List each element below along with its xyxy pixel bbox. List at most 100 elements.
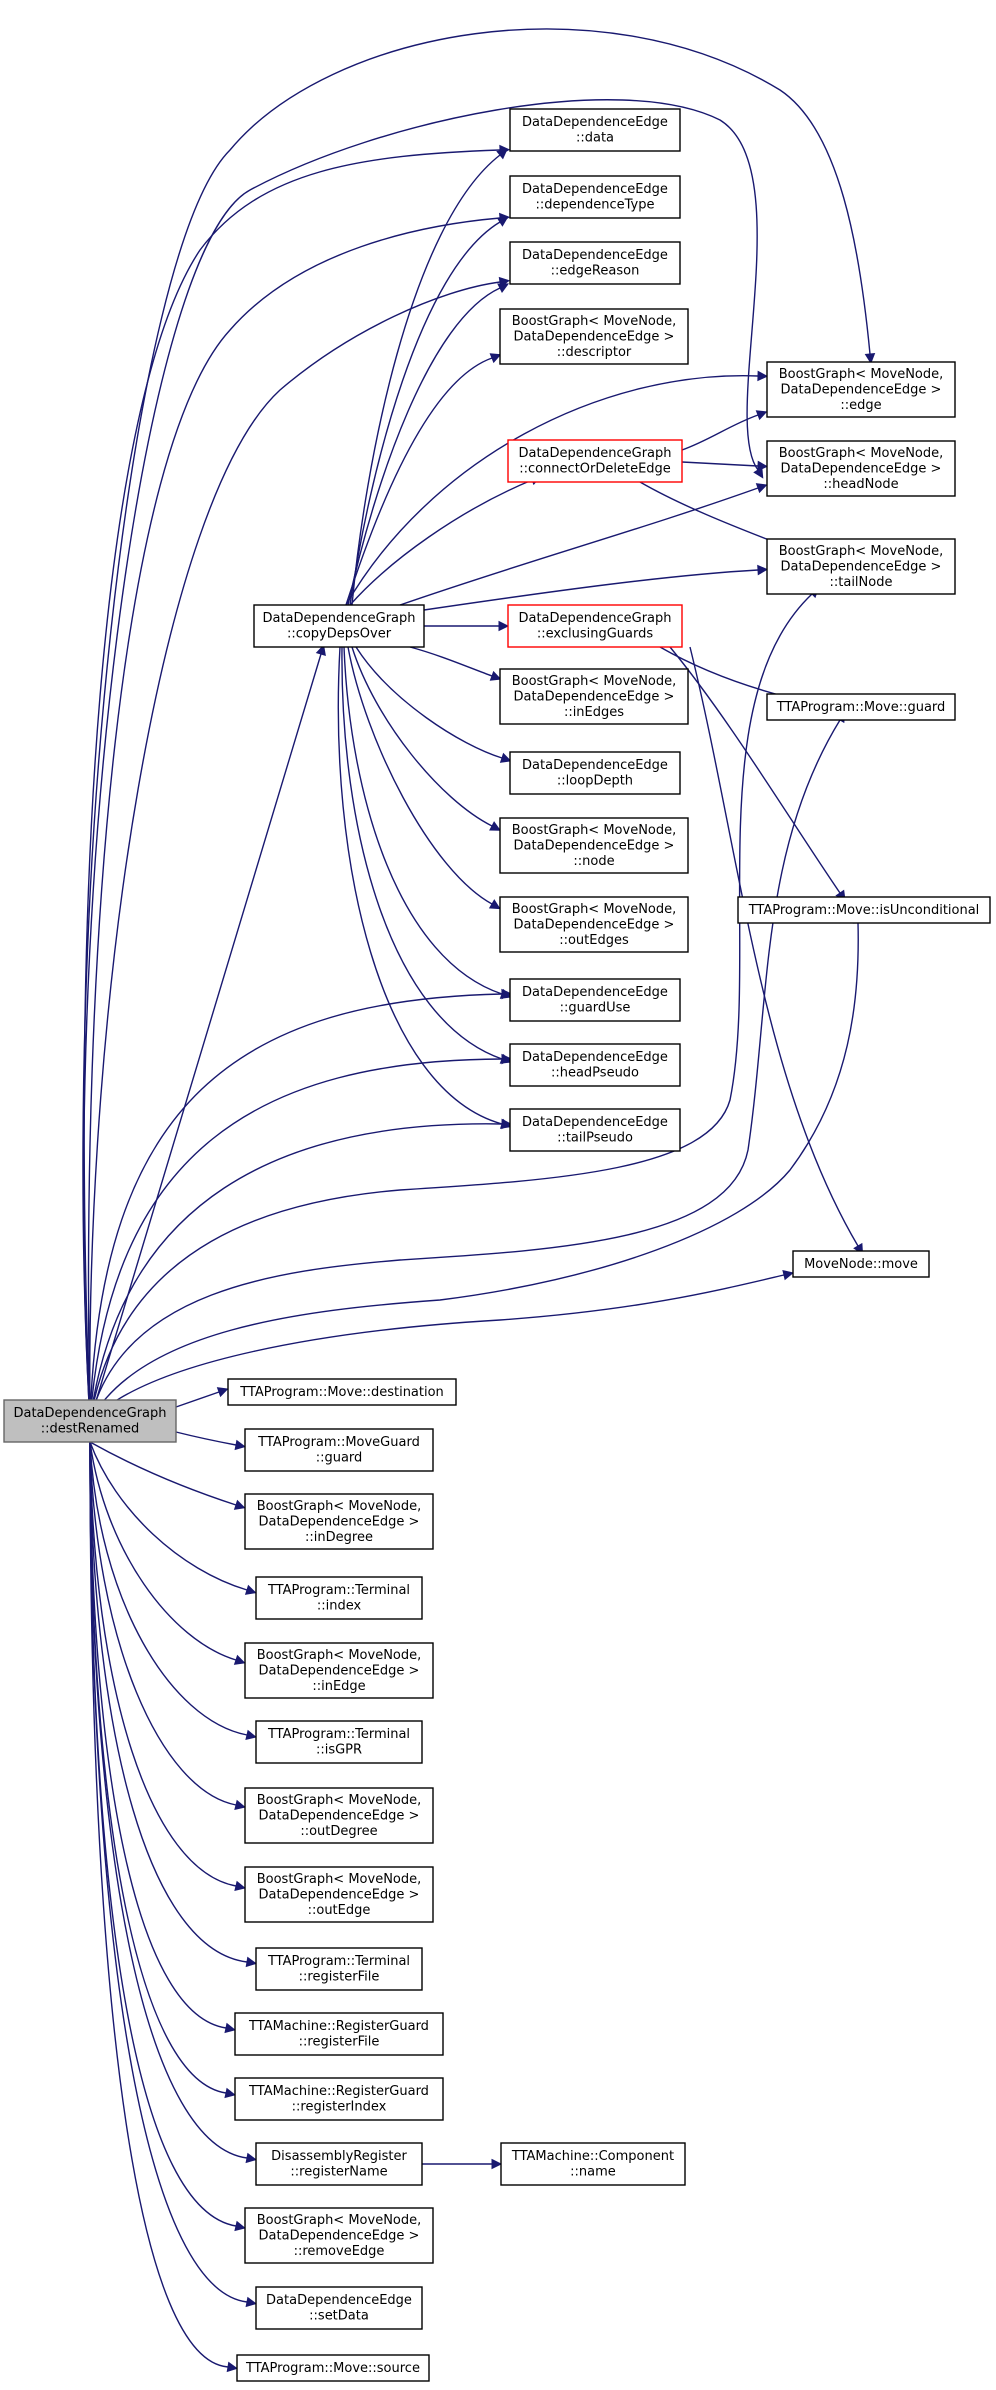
edge-line bbox=[89, 1441, 248, 1591]
edge-line bbox=[639, 481, 783, 546]
edge-line bbox=[341, 646, 503, 1060]
node-label: DataDependenceEdge > bbox=[259, 1663, 420, 1678]
node-dde_setData[interactable]: DataDependenceEdge::setData bbox=[255, 2286, 423, 2330]
edge-destRenamed-to-bg_edge bbox=[82, 28, 876, 1422]
node-box bbox=[509, 978, 681, 1022]
edge-destRenamed-to-move_guard bbox=[89, 711, 846, 1422]
node-label: DataDependenceEdge bbox=[266, 2293, 412, 2308]
node-box bbox=[507, 604, 683, 648]
edge-destRenamed-to-copyDepsOver bbox=[89, 644, 326, 1422]
edge-line bbox=[89, 593, 813, 1422]
node-comp_name[interactable]: TTAMachine::Component::name bbox=[500, 2142, 686, 2186]
edge-copyDepsOver-to-bg_inEdges bbox=[409, 646, 502, 681]
node-bg_tailNode[interactable]: BoostGraph< MoveNode,DataDependenceEdge … bbox=[766, 538, 956, 595]
node-box bbox=[766, 538, 956, 595]
node-label: TTAProgram::Move::source bbox=[245, 2361, 420, 2376]
edge-copyDepsOver-to-bg_descriptor bbox=[345, 353, 502, 606]
node-label: BoostGraph< MoveNode, bbox=[257, 1793, 422, 1808]
node-bg_headNode[interactable]: BoostGraph< MoveNode,DataDependenceEdge … bbox=[766, 440, 956, 497]
node-destRenamed[interactable]: DataDependenceGraph::destRenamed bbox=[3, 1399, 177, 1443]
edge-destRenamed-to-move_isUncond bbox=[89, 912, 864, 1422]
node-dde_guardUse[interactable]: DataDependenceEdge::guardUse bbox=[509, 978, 681, 1022]
edge-line bbox=[175, 1391, 220, 1408]
edge-destRenamed-to-term_isGPR bbox=[89, 1441, 257, 1741]
arrow-head-icon bbox=[757, 564, 769, 576]
node-move_isUncond[interactable]: TTAProgram::Move::isUnconditional bbox=[737, 896, 991, 924]
node-box bbox=[509, 1043, 681, 1087]
node-box bbox=[509, 751, 681, 795]
arrow-head-icon bbox=[245, 2152, 257, 2164]
node-term_index[interactable]: TTAProgram::Terminal::index bbox=[255, 1576, 423, 1620]
node-bg_inEdge[interactable]: BoostGraph< MoveNode,DataDependenceEdge … bbox=[244, 1642, 434, 1699]
arrow-head-icon bbox=[501, 1053, 513, 1065]
arrow-head-icon bbox=[234, 1880, 246, 1892]
node-bg_inDegree[interactable]: BoostGraph< MoveNode,DataDependenceEdge … bbox=[244, 1493, 434, 1550]
node-move_guard[interactable]: TTAProgram::Move::guard bbox=[766, 693, 956, 721]
node-label: DataDependenceGraph bbox=[518, 446, 671, 461]
arrow-head-icon bbox=[499, 144, 511, 156]
node-box bbox=[244, 1428, 434, 1472]
node-box bbox=[253, 604, 425, 648]
edge-destRenamed-to-bg_inEdge bbox=[89, 1441, 246, 1665]
node-term_registerFile[interactable]: TTAProgram::Terminal::registerFile bbox=[255, 1947, 423, 1991]
node-ddg_exclusing[interactable]: DataDependenceGraph::exclusingGuards bbox=[507, 604, 683, 648]
node-rg_registerIndex[interactable]: TTAMachine::RegisterGuard::registerIndex bbox=[234, 2077, 444, 2121]
node-bg_outDegree[interactable]: BoostGraph< MoveNode,DataDependenceEdge … bbox=[244, 1787, 434, 1844]
node-dde_tailPseudo[interactable]: DataDependenceEdge::tailPseudo bbox=[509, 1108, 681, 1152]
node-bg_outEdges[interactable]: BoostGraph< MoveNode,DataDependenceEdge … bbox=[499, 896, 689, 953]
node-bg_descriptor[interactable]: BoostGraph< MoveNode,DataDependenceEdge … bbox=[499, 308, 689, 365]
node-dde_depType[interactable]: DataDependenceEdge::dependenceType bbox=[509, 175, 681, 219]
node-move_destination[interactable]: TTAProgram::Move::destination bbox=[227, 1378, 457, 1406]
edge-destRenamed-to-move_source bbox=[89, 1441, 238, 2373]
edge-line bbox=[89, 1058, 503, 1422]
edge-destRenamed-to-rg_registerFile bbox=[89, 1441, 236, 2034]
edge-line bbox=[343, 646, 503, 995]
node-movenode_move[interactable]: MoveNode::move bbox=[792, 1250, 930, 1278]
node-label: ::tailPseudo bbox=[557, 1131, 633, 1146]
edge-copyDepsOver-to-ddg_exclusing bbox=[424, 620, 510, 632]
edge-line bbox=[89, 1441, 248, 2303]
node-label: BoostGraph< MoveNode, bbox=[257, 1648, 422, 1663]
node-bg_node[interactable]: BoostGraph< MoveNode,DataDependenceEdge … bbox=[499, 817, 689, 874]
node-label: ::inEdges bbox=[564, 705, 624, 720]
node-move_source[interactable]: TTAProgram::Move::source bbox=[236, 2354, 430, 2382]
edge-line bbox=[89, 1441, 227, 2029]
edge-ddg_exclusing-to-move_isUncond bbox=[669, 646, 846, 902]
edge-line bbox=[423, 569, 759, 611]
node-copyDepsOver[interactable]: DataDependenceGraph::copyDepsOver bbox=[253, 604, 425, 648]
edge-destRenamed-to-bg_inDegree bbox=[89, 1441, 246, 1510]
node-rg_registerFile[interactable]: TTAMachine::RegisterGuard::registerFile bbox=[234, 2012, 444, 2056]
node-dde_data[interactable]: DataDependenceEdge::data bbox=[509, 108, 681, 152]
node-box bbox=[792, 1250, 930, 1278]
node-label: ::registerFile bbox=[299, 2035, 380, 2050]
node-label: ::outEdge bbox=[308, 1903, 371, 1918]
node-bg_inEdges[interactable]: BoostGraph< MoveNode,DataDependenceEdge … bbox=[499, 668, 689, 725]
edge-layer bbox=[82, 28, 876, 2373]
arrow-head-icon bbox=[233, 1499, 246, 1510]
edge-line bbox=[349, 479, 533, 606]
node-bg_edge[interactable]: BoostGraph< MoveNode,DataDependenceEdge … bbox=[766, 361, 956, 418]
node-box bbox=[244, 1642, 434, 1699]
edge-line bbox=[351, 646, 493, 827]
node-moveguard_guard[interactable]: TTAProgram::MoveGuard::guard bbox=[244, 1428, 434, 1472]
edge-line bbox=[347, 646, 493, 905]
node-label: ::setData bbox=[309, 2309, 369, 2324]
node-bg_removeEdge[interactable]: BoostGraph< MoveNode,DataDependenceEdge … bbox=[244, 2207, 434, 2264]
node-label: DataDependenceEdge > bbox=[781, 382, 942, 397]
node-dde_headPseudo[interactable]: DataDependenceEdge::headPseudo bbox=[509, 1043, 681, 1087]
node-bg_outEdge[interactable]: BoostGraph< MoveNode,DataDependenceEdge … bbox=[244, 1866, 434, 1923]
edge-ddg_connect-to-bg_edge bbox=[681, 410, 768, 451]
node-dr_registerName[interactable]: DisassemblyRegister::registerName bbox=[255, 2142, 423, 2186]
node-label: DataDependenceGraph bbox=[13, 1406, 166, 1421]
node-ddg_connect[interactable]: DataDependenceGraph::connectOrDeleteEdge bbox=[507, 439, 683, 483]
node-label: DataDependenceEdge > bbox=[781, 559, 942, 574]
edge-line bbox=[669, 646, 841, 894]
arrow-head-icon bbox=[315, 644, 326, 657]
node-label: BoostGraph< MoveNode, bbox=[512, 823, 677, 838]
node-dde_edgeReason[interactable]: DataDependenceEdge::edgeReason bbox=[509, 241, 681, 285]
node-dde_loopDepth[interactable]: DataDependenceEdge::loopDepth bbox=[509, 751, 681, 795]
node-term_isGPR[interactable]: TTAProgram::Terminal::isGPR bbox=[255, 1720, 423, 1764]
node-label: DataDependenceEdge bbox=[522, 758, 668, 773]
arrow-head-icon bbox=[488, 899, 501, 910]
arrow-head-icon bbox=[491, 2158, 503, 2170]
